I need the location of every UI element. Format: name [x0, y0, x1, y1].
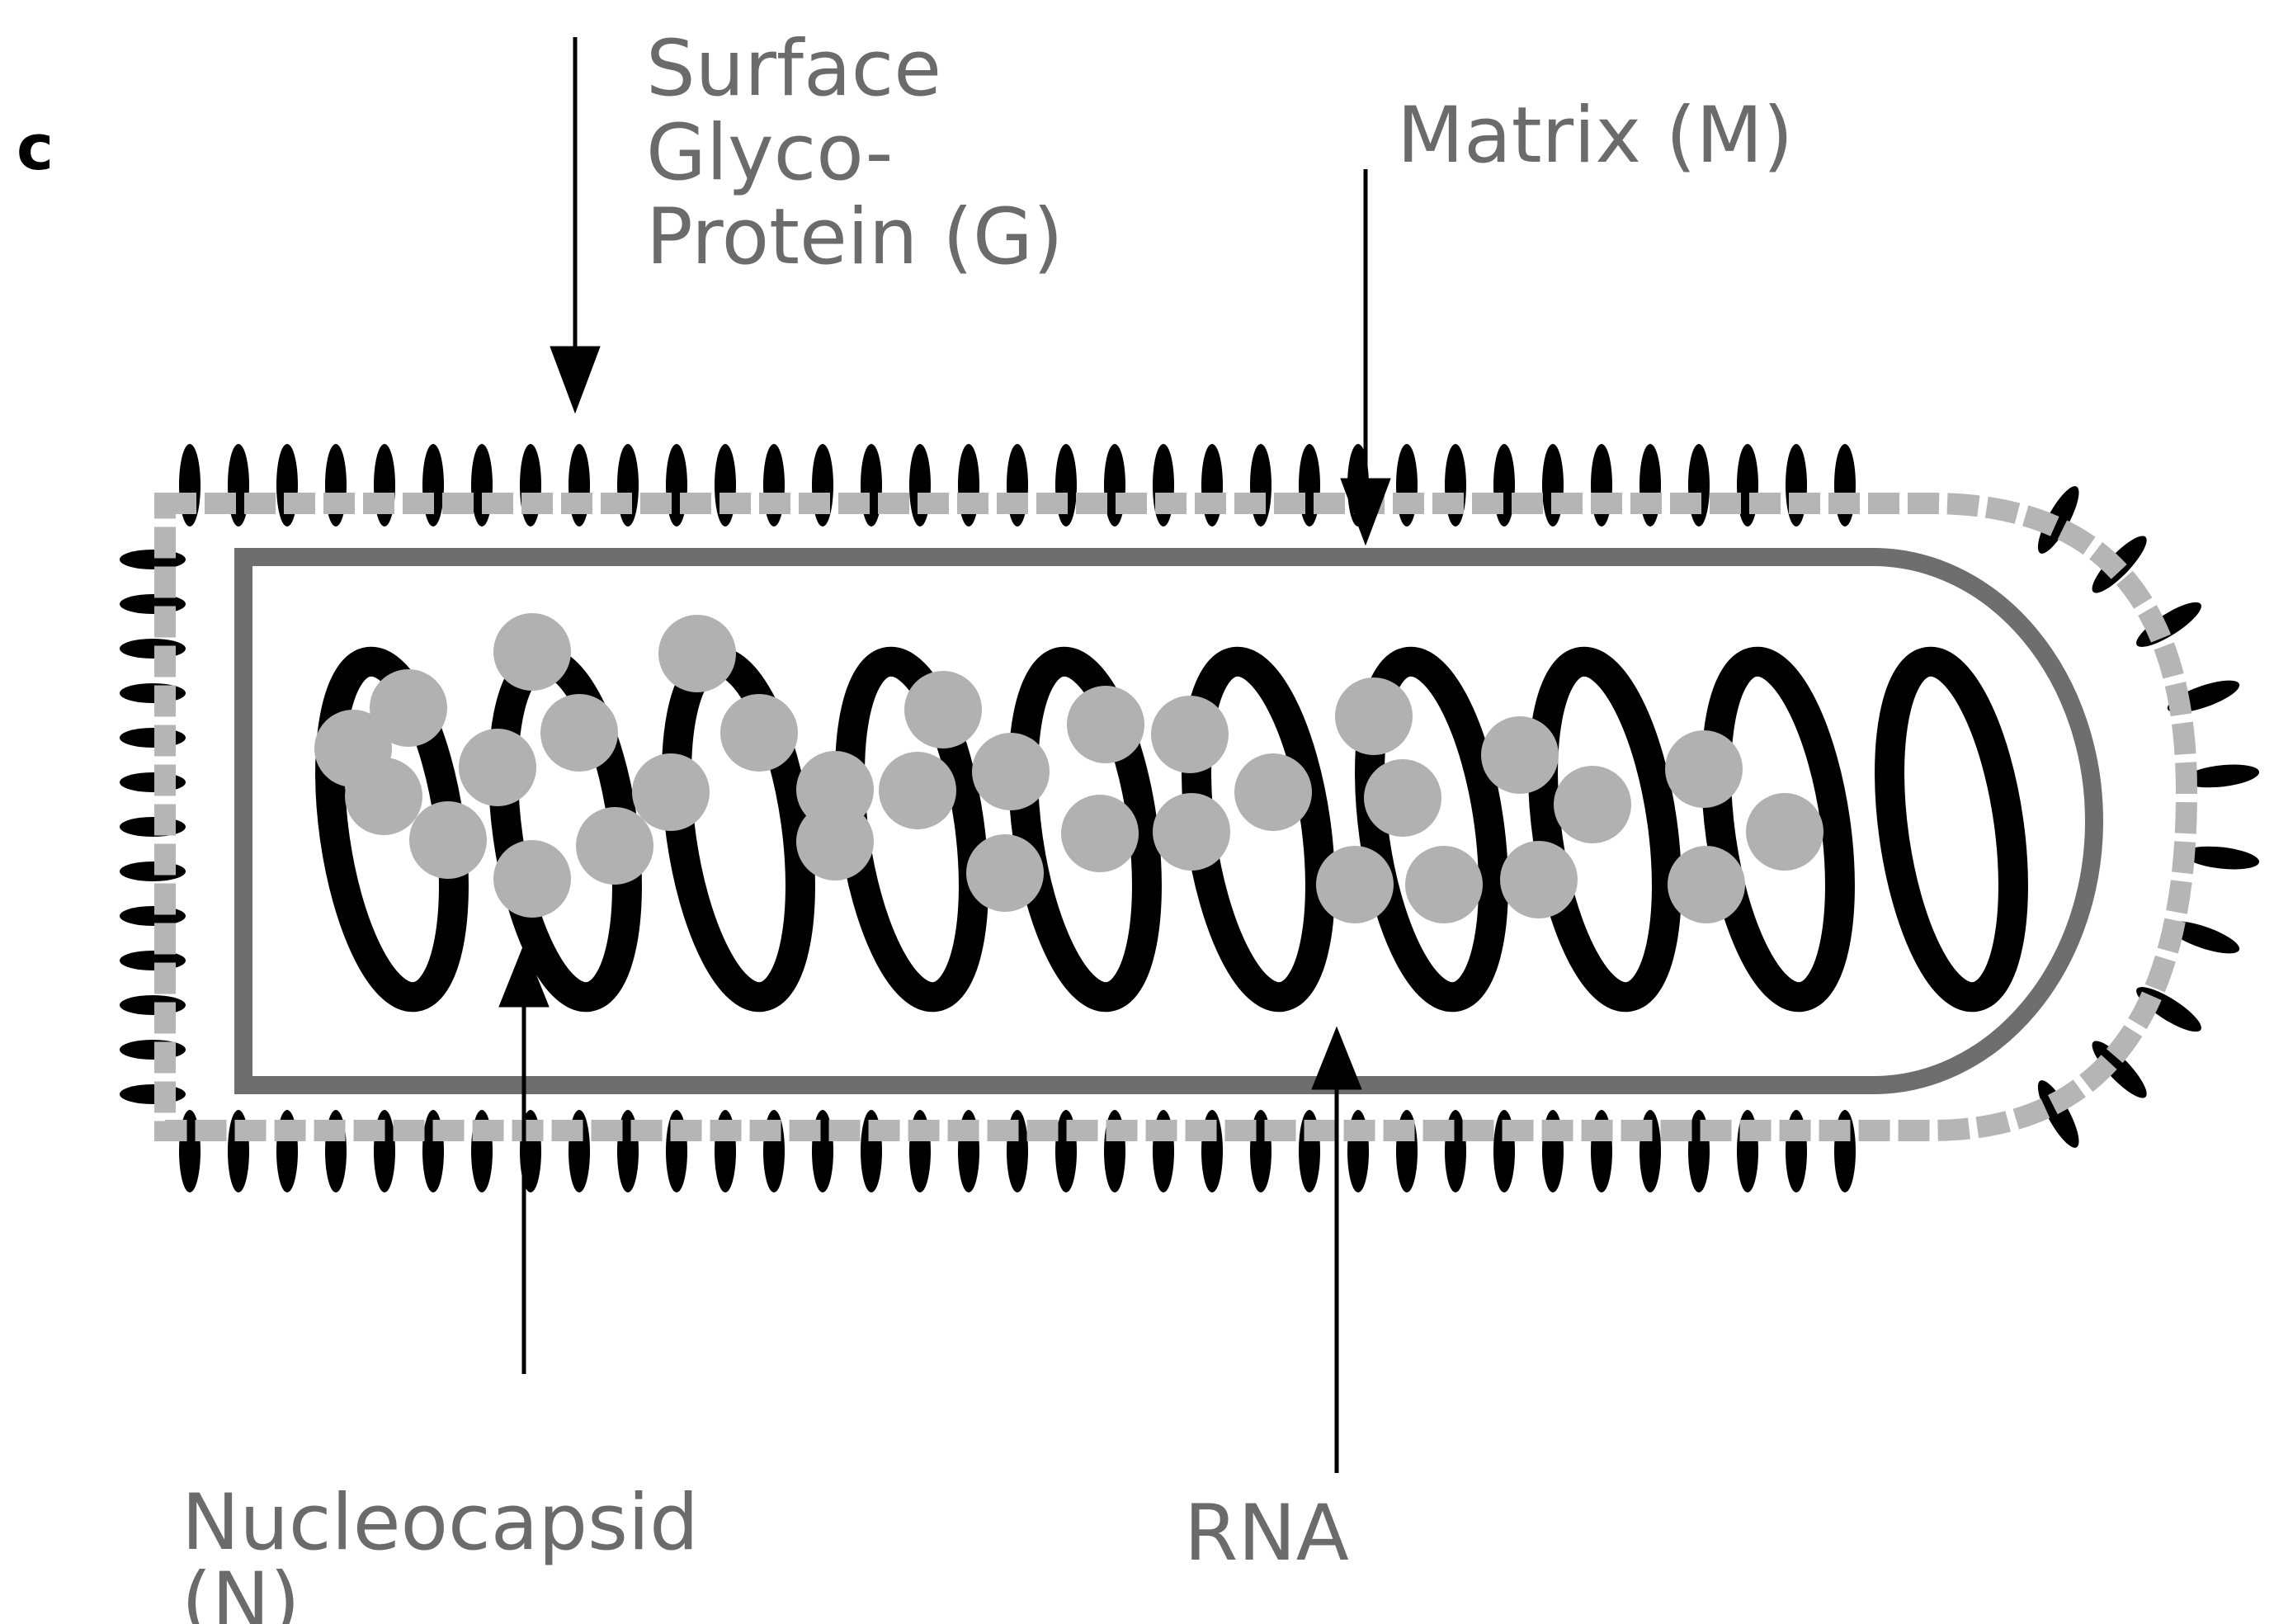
nucleoprotein-bead: [1554, 766, 1631, 843]
nucleoprotein-bead: [904, 671, 982, 748]
glycoprotein-spike: [2092, 1041, 2147, 1098]
nucleoprotein-bead: [1668, 846, 1745, 923]
nucleoprotein-bead: [1746, 793, 1823, 871]
nucleoprotein-bead: [370, 669, 447, 747]
rna-coil-loop: [1528, 646, 1682, 1013]
nucleoprotein-bead: [345, 758, 422, 835]
nucleoprotein-bead: [966, 834, 1044, 912]
nucleoprotein-bead: [1500, 841, 1578, 918]
glycoprotein-spike: [2167, 921, 2240, 954]
nucleoprotein-bead: [1151, 696, 1229, 773]
nucleoprotein-bead: [1234, 753, 1312, 831]
nucleoprotein-bead: [540, 694, 618, 772]
nucleoprotein-bead: [720, 694, 798, 772]
rna-arrowhead: [1311, 1026, 1362, 1090]
nucleocapsid-label-line1: Nucleocapsid: [182, 1478, 699, 1568]
rna-label: RNA: [1184, 1489, 1349, 1579]
nucleoprotein-bead: [1061, 795, 1139, 872]
glycoprotein-arrowhead: [550, 346, 601, 414]
nucleoprotein-bead: [632, 753, 710, 831]
nucleoprotein-bead: [1405, 846, 1483, 923]
glycoprotein-spike: [2183, 764, 2260, 788]
nucleoprotein-bead: [1481, 716, 1559, 794]
label-arrows: [498, 37, 1391, 1473]
nucleoprotein-bead: [1153, 793, 1230, 871]
nucleoprotein-bead: [972, 733, 1050, 810]
nucleoprotein-bead: [658, 615, 736, 692]
nucleoprotein-bead: [459, 729, 536, 806]
panel-letter: c: [17, 111, 54, 184]
nucleoprotein-bead: [493, 613, 571, 691]
glycoprotein-label: Surface Glyco- Protein (G): [646, 24, 1064, 282]
nucleoprotein-bead: [796, 803, 874, 880]
glycoprotein-spike: [2037, 1080, 2079, 1148]
nucleoprotein-bead: [576, 807, 653, 885]
nucleoprotein-bead: [1067, 686, 1144, 763]
nucleocapsid-arrowhead: [498, 943, 550, 1008]
matrix-label: Matrix (M): [1397, 91, 1793, 181]
nucleoprotein-bead: [1316, 846, 1394, 923]
nucleoprotein-bead: [1335, 677, 1413, 755]
glycoprotein-label-line3: Protein (G): [646, 192, 1064, 282]
rna-coil-loop: [1008, 646, 1162, 1013]
nucleoprotein-beads: [314, 613, 1823, 923]
matrix-arrowhead: [1340, 478, 1391, 546]
glycoprotein-spike: [2037, 486, 2079, 554]
matrix-layer: [234, 548, 2103, 1094]
glycoprotein-label-line2: Glyco-: [646, 108, 893, 198]
rna-coil-loop: [1355, 646, 1508, 1013]
glycoprotein-label-line1: Surface: [646, 24, 941, 114]
glycoprotein-spike: [2183, 846, 2260, 870]
envelope-membrane: [154, 493, 2198, 1141]
nucleoprotein-bead: [1665, 730, 1743, 808]
rna-coil-loop: [1875, 646, 2028, 1013]
nucleocapsid-label-line2: (N): [182, 1556, 300, 1624]
nucleoprotein-bead: [493, 840, 571, 918]
rna-coil-loop: [1701, 646, 1855, 1013]
nucleoprotein-bead: [1364, 759, 1441, 837]
nucleoprotein-bead: [879, 752, 956, 829]
nucleocapsid-label: Nucleocapsid (N): [182, 1478, 724, 1624]
nucleoprotein-bead: [409, 801, 487, 879]
